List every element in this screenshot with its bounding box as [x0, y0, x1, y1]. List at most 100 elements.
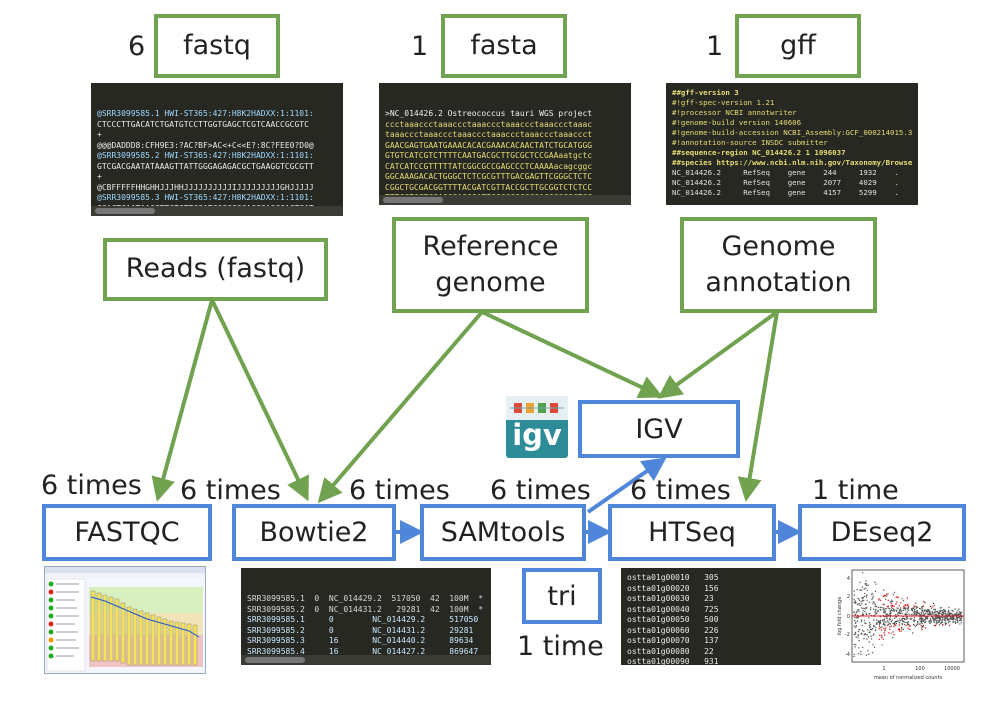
ma-point: [868, 641, 870, 643]
ma-point: [932, 612, 934, 614]
fasta-format-label: fasta: [470, 29, 538, 61]
ma-point: [862, 596, 864, 599]
tri-box: tri: [522, 568, 602, 624]
ma-point: [949, 620, 951, 623]
ma-point: [949, 614, 951, 616]
ma-point: [853, 590, 855, 592]
ma-point: [946, 617, 948, 620]
ma-point: [958, 608, 960, 610]
ma-point: [923, 621, 926, 624]
reference-line1: Reference: [422, 230, 559, 262]
ma-point: [905, 613, 907, 615]
ma-point: [913, 616, 916, 619]
sam-terminal-line: SRR3099585.1 0 NC_014429.2 517050 42 100…: [247, 594, 485, 603]
ma-point: [877, 620, 880, 622]
ma-point: [938, 620, 940, 622]
ma-point: [869, 626, 871, 628]
fasta-terminal-line: CGGCTGCGACGGTTTTACGATCGTTACCGCTTGCGGTCTC…: [385, 182, 593, 192]
ma-point: [888, 619, 891, 621]
ma-point: [858, 647, 860, 649]
ma-point: [912, 614, 914, 616]
ma-point: [920, 612, 922, 614]
ma-point-significant: [893, 633, 895, 636]
ma-point: [857, 637, 859, 639]
ma-point-significant: [913, 605, 915, 607]
ma-point: [960, 621, 963, 624]
ma-point: [941, 619, 943, 622]
sam-terminal-line: SRR3099585.2 0 NC_014431.2 29281 42 100M…: [247, 604, 485, 614]
ma-point: [917, 612, 920, 615]
ma-point: [947, 612, 949, 615]
fastq-preview-scrollbar[interactable]: [91, 206, 343, 216]
ma-point: [898, 612, 900, 615]
fastq-terminal-line: @@@DADDD8:CFH9E3:?AC?BF>AC<+C<<E?:8C?FEE…: [97, 140, 314, 150]
ma-point: [878, 610, 880, 612]
fastq-terminal-line: @SRR3099585.2 HWI-ST365:427:H8K2HADXX:1:…: [97, 151, 314, 160]
ma-point: [949, 618, 951, 620]
ma-point: [947, 610, 950, 613]
gff-format-label: gff: [780, 29, 816, 61]
sam-preview-scrollbar[interactable]: [241, 655, 491, 665]
ma-point-significant: [924, 627, 927, 629]
ma-point: [901, 628, 903, 630]
ma-point-significant: [883, 594, 885, 597]
ma-point-significant: [879, 634, 881, 637]
ma-point: [872, 597, 874, 599]
ma-plot-x-tick: 100: [915, 666, 925, 672]
counts-terminal-line: ostta01g00020 156: [627, 583, 719, 593]
fastqc-times: 6 times: [41, 470, 142, 501]
ma-point: [853, 598, 855, 601]
ma-point: [933, 624, 936, 627]
ma-point: [904, 606, 906, 609]
ma-point: [854, 617, 856, 619]
ma-point: [868, 601, 870, 603]
fasta-preview-scrollbar[interactable]: [379, 195, 631, 205]
ma-point-significant: [896, 601, 898, 603]
ma-point: [947, 619, 949, 621]
ma-point: [884, 624, 886, 627]
ma-point-significant: [882, 595, 885, 598]
ma-point: [879, 622, 882, 624]
ma-point-significant: [884, 595, 887, 597]
ma-point: [951, 614, 953, 616]
gff-preview-terminal: ##gff-version 3#!gff-spec-version 1.21#!…: [666, 83, 918, 205]
ma-point: [933, 611, 936, 613]
ma-point: [903, 620, 905, 623]
ma-plot-y-tick: 4: [847, 576, 850, 582]
ma-point: [894, 621, 896, 623]
ma-point: [892, 593, 894, 596]
ma-point: [917, 622, 919, 624]
ma-point-significant: [907, 603, 909, 606]
ma-point-significant: [898, 624, 901, 626]
ma-point-significant: [884, 629, 886, 631]
ma-point: [916, 623, 918, 625]
ma-point: [855, 636, 857, 638]
ma-point: [887, 593, 889, 595]
ma-point: [890, 621, 892, 623]
counts-terminal-line: ostta01g00040 725: [627, 604, 719, 614]
ma-point: [863, 638, 865, 640]
fastq-terminal-line: GTCGACGAATATAAAGTTATTGGGAGAGACGCTGAAGGTC…: [97, 161, 314, 171]
ma-point: [889, 610, 891, 612]
ma-point: [913, 606, 915, 609]
samtools-box: SAMtools: [420, 504, 586, 561]
ma-point-significant: [879, 599, 882, 601]
ma-point: [909, 628, 911, 631]
ma-point-significant: [898, 630, 901, 632]
ma-point: [853, 612, 855, 614]
ma-point: [862, 610, 864, 612]
ma-point: [943, 609, 945, 611]
ma-point: [883, 607, 885, 609]
ma-point: [921, 627, 923, 629]
ma-point: [959, 623, 961, 625]
fastq-terminal-line: @CBFFFFFHHGHHJJJHHJJJJJJJJJJIJJJJJJJJJGH…: [97, 182, 314, 192]
ma-point: [862, 572, 864, 574]
ma-point: [873, 602, 876, 604]
gff-count: 1: [706, 31, 724, 62]
fastq-format-box: fastq: [154, 14, 280, 78]
ma-point: [890, 605, 892, 607]
ma-point: [930, 621, 932, 623]
ma-point: [868, 622, 871, 624]
ma-point: [853, 643, 856, 645]
ma-point: [937, 616, 940, 618]
